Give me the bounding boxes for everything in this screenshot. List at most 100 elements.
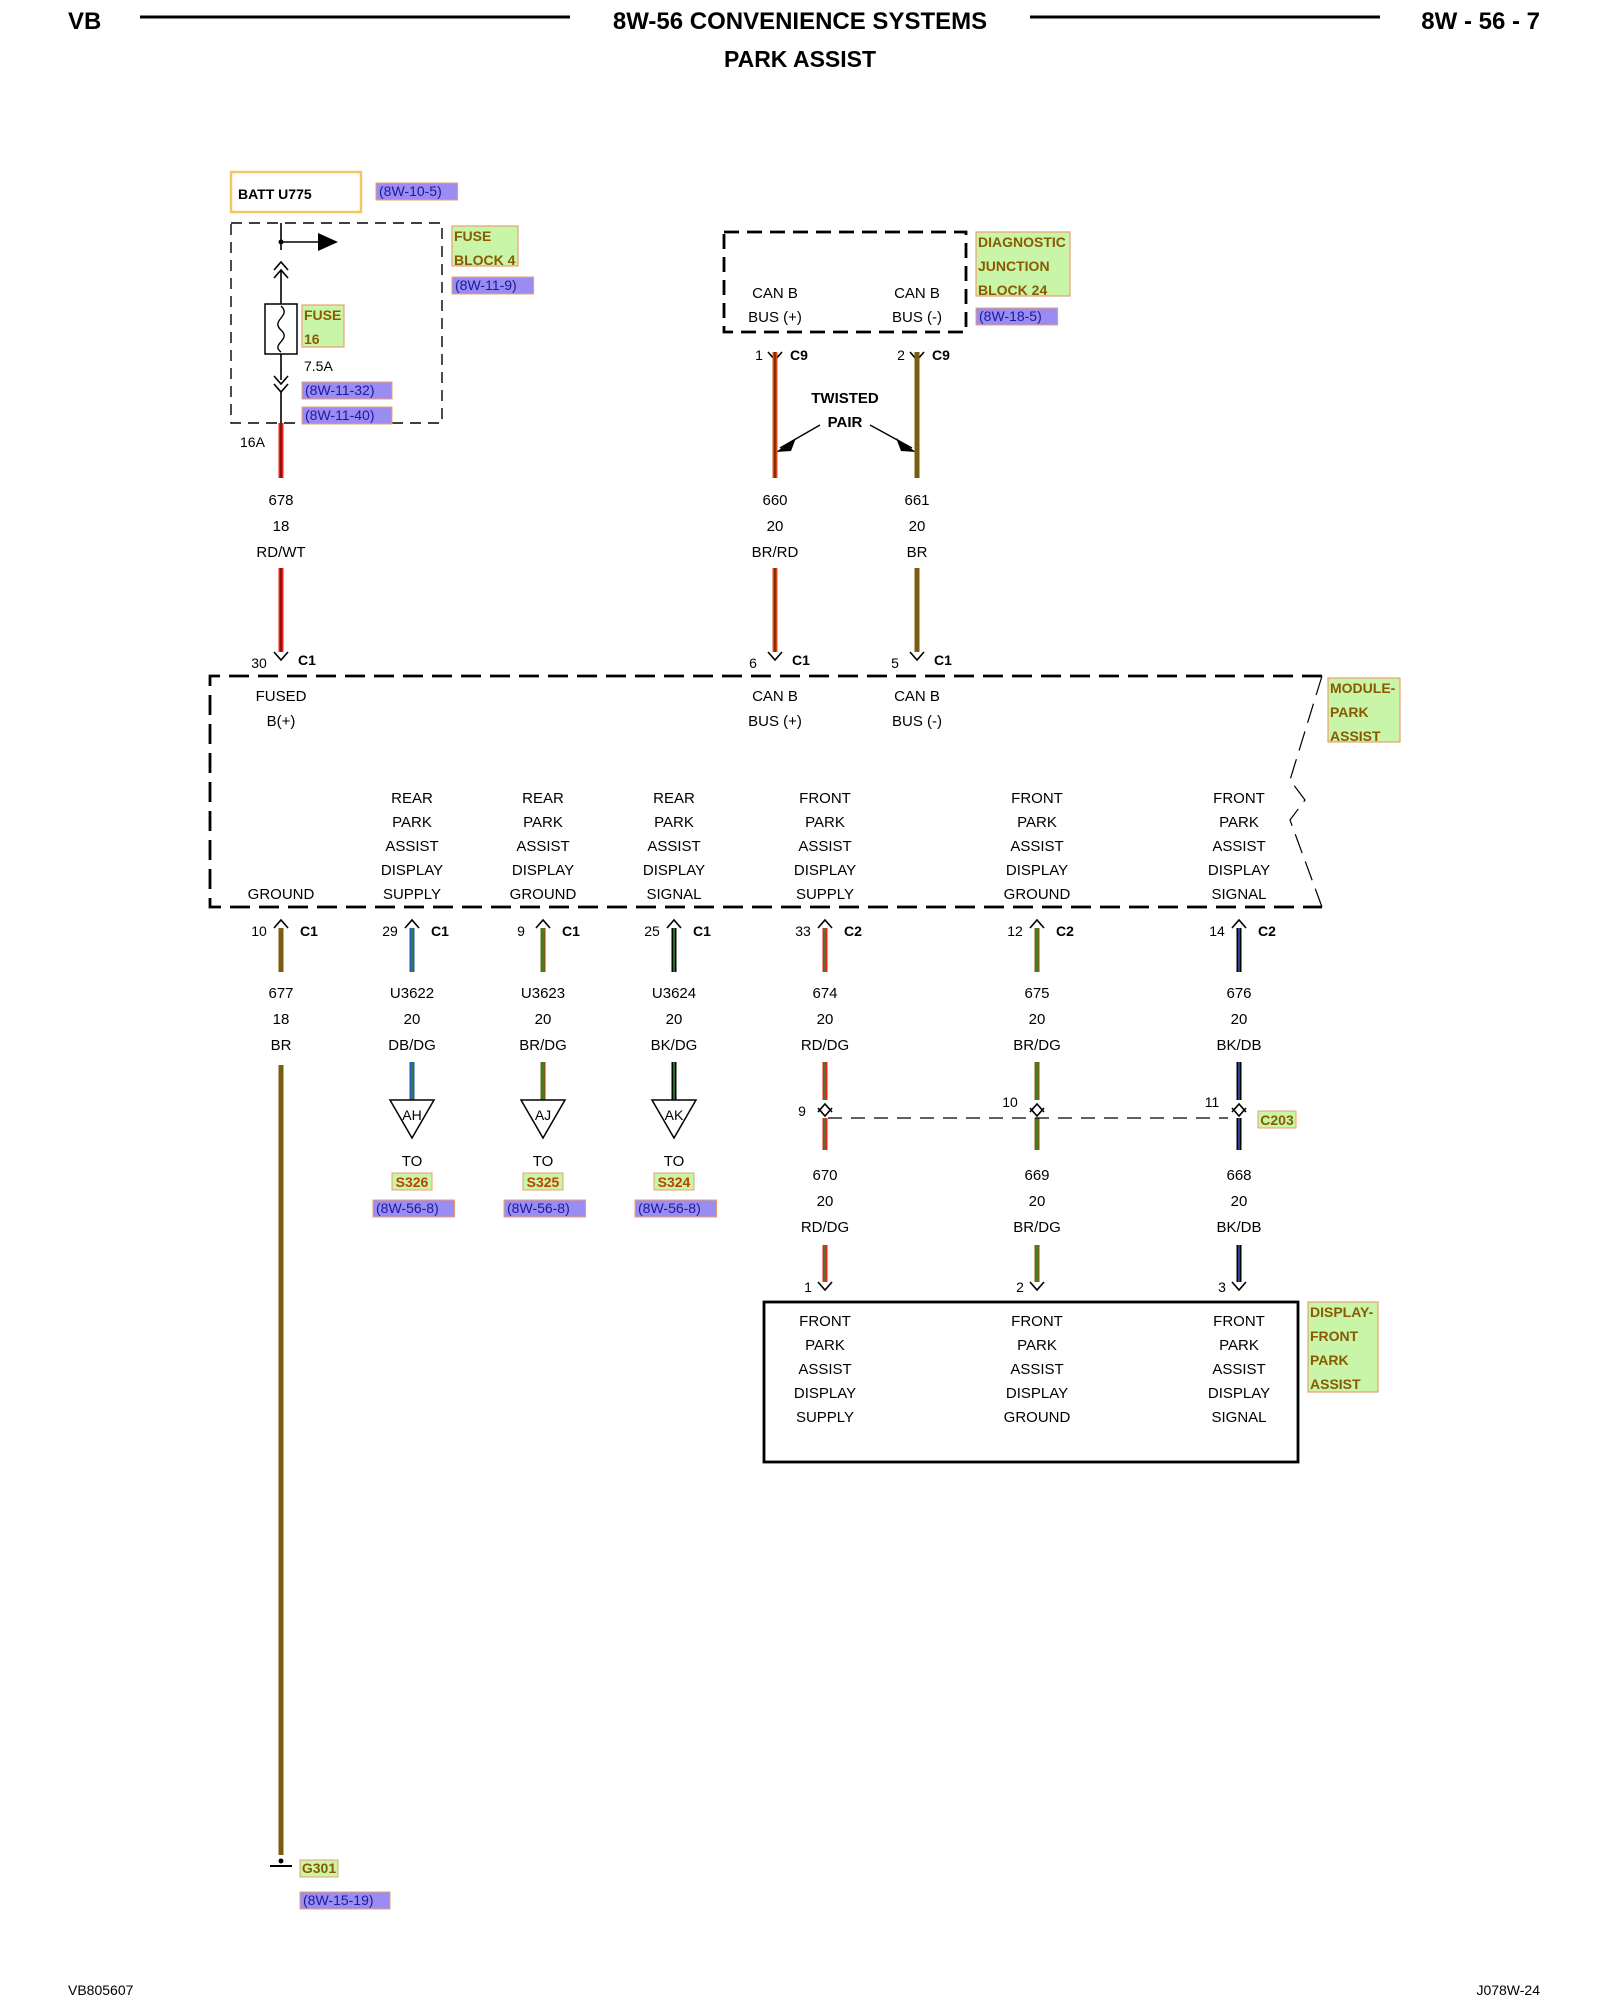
c203-pin-number: 11 — [1205, 1094, 1220, 1110]
module-bottom-connector: C2 — [1258, 923, 1276, 939]
display-pin-label: DISPLAY — [1006, 1385, 1068, 1402]
display-pin-label: PARK — [805, 1337, 845, 1354]
offpage-ref-box — [503, 1199, 587, 1218]
lower-wire-color: DB/DG — [388, 1037, 436, 1054]
ground-ref: (8W-15-19) — [303, 1892, 374, 1908]
offpage-splice: S326 — [396, 1174, 429, 1190]
upper-wire-gauge: 20 — [767, 518, 784, 535]
header-left: VB — [68, 8, 102, 35]
twisted-pair-arrowhead-right — [896, 438, 916, 452]
c203-terminal-lower — [817, 1107, 833, 1118]
display-pin-number: 3 — [1218, 1279, 1226, 1295]
lower-wire-circuit: 676 — [1226, 985, 1251, 1002]
display-pin-label: DISPLAY — [794, 1385, 856, 1402]
module-bottom-pin-label: REAR — [391, 790, 433, 807]
module-bottom-pin-label: FRONT — [799, 790, 851, 807]
c203-terminal-upper — [1029, 1102, 1045, 1113]
battery-box — [229, 170, 363, 214]
fuse-block-name: FUSE — [454, 228, 491, 244]
display-pin-label: FRONT — [1213, 1313, 1265, 1330]
module-bottom-connector: C1 — [431, 923, 449, 939]
fuse-ref-1: (8W-11-32) — [305, 382, 375, 398]
fuse-name: FUSE — [304, 307, 341, 323]
offpage-ref: (8W-56-8) — [638, 1200, 701, 1216]
module-name-box — [1327, 677, 1401, 743]
module-top-pin-label: FUSED — [256, 688, 307, 705]
module-bottom-pin-label: FRONT — [1213, 790, 1265, 807]
offpage-connector-icon — [388, 1099, 436, 1140]
fuse-element — [264, 303, 298, 355]
module-top-connector: C1 — [792, 652, 810, 668]
module-top-pin-number: 30 — [251, 655, 267, 671]
lower-wire-gauge: 20 — [404, 1011, 421, 1028]
module-bottom-pin-label: DISPLAY — [1208, 862, 1270, 879]
offpage-splice-box — [522, 1172, 564, 1191]
lower-wire-color: BR — [271, 1037, 292, 1054]
module-bottom-pin-label: DISPLAY — [794, 862, 856, 879]
module-bottom-pin-label: PARK — [654, 814, 694, 831]
fuse-bus-arrowhead — [318, 233, 338, 251]
module-bottom-pin-label: REAR — [653, 790, 695, 807]
c203-terminal-upper — [1231, 1102, 1247, 1113]
module-bottom-pin-number: 33 — [795, 923, 811, 939]
fuse-block-outline — [230, 222, 443, 424]
twisted-pair-arrow-right — [869, 424, 913, 449]
c203-name-box — [1257, 1110, 1297, 1129]
djb-pin-number: 2 — [897, 347, 905, 363]
module-top-terminal — [273, 651, 289, 662]
offpage-to: TO — [402, 1153, 423, 1170]
page-subtitle: PARK ASSIST — [723, 46, 877, 72]
lower-wire-circuit: U3624 — [652, 985, 696, 1002]
module-bottom-pin-number: 14 — [1209, 923, 1225, 939]
fuse-block-name-box — [451, 225, 519, 267]
offpage-ref: (8W-56-8) — [376, 1200, 439, 1216]
page-title: 8W-56 CONVENIENCE SYSTEMS — [612, 8, 988, 35]
offpage-splice: S324 — [658, 1174, 691, 1190]
module-outline — [208, 674, 1322, 909]
lower-wire-gauge: 18 — [273, 1011, 290, 1028]
module-bottom-pin-label: FRONT — [1011, 790, 1063, 807]
module-top-pin-label: BUS (+) — [748, 713, 802, 730]
display-pin-label: GROUND — [1004, 1409, 1071, 1426]
ground-name: G301 — [302, 1860, 336, 1876]
module-bottom-pin-label: ASSIST — [516, 838, 569, 855]
module-name: ASSIST — [1330, 728, 1381, 744]
upper-wire-color: RD/WT — [256, 544, 305, 561]
fuse-circuit-rating: 16A — [240, 434, 266, 450]
lower-wire-gauge: 20 — [1029, 1011, 1046, 1028]
module-bottom-connector: C1 — [562, 923, 580, 939]
ground-name-box — [299, 1859, 339, 1878]
twisted-pair-arrowhead-left — [776, 438, 796, 452]
display-terminal — [1029, 1281, 1045, 1292]
module-bottom-pin-label: ASSIST — [1010, 838, 1063, 855]
module-bottom-pin-label: ASSIST — [647, 838, 700, 855]
fuse-block-name: BLOCK 4 — [454, 252, 516, 268]
ground-ref-box — [299, 1891, 391, 1910]
module-top-connector: C1 — [934, 652, 952, 668]
upper-wire-color: BR/RD — [752, 544, 799, 561]
upper-wire-gauge: 20 — [909, 518, 926, 535]
module-bottom-pin-number: 25 — [644, 923, 660, 939]
display-name: DISPLAY- — [1310, 1304, 1374, 1320]
display-pin-label: SIGNAL — [1211, 1409, 1266, 1426]
module-bottom-terminal — [404, 918, 420, 929]
fuse-rating: 7.5A — [304, 358, 333, 374]
display-pin-label: ASSIST — [1010, 1361, 1063, 1378]
module-bottom-pin-label: ASSIST — [385, 838, 438, 855]
lower-wire-gauge: 20 — [817, 1011, 834, 1028]
lower-wire-color: RD/DG — [801, 1037, 849, 1054]
module-top-pin-label: BUS (-) — [892, 713, 942, 730]
offpage-ref-box — [634, 1199, 718, 1218]
c203-terminal-lower — [1029, 1107, 1045, 1118]
fuse-ref-1-box — [301, 381, 393, 400]
upper-wire-circuit: 661 — [904, 492, 929, 509]
offpage-ref-box — [372, 1199, 456, 1218]
display-name: PARK — [1310, 1352, 1349, 1368]
display-wire-gauge: 20 — [817, 1193, 834, 1210]
display-wire-circuit: 668 — [1226, 1167, 1251, 1184]
fuse-term-top — [273, 260, 289, 271]
module-bottom-pin-label: ASSIST — [798, 838, 851, 855]
djb-pin-label: BUS (+) — [748, 309, 802, 326]
offpage-splice: S325 — [527, 1174, 560, 1190]
